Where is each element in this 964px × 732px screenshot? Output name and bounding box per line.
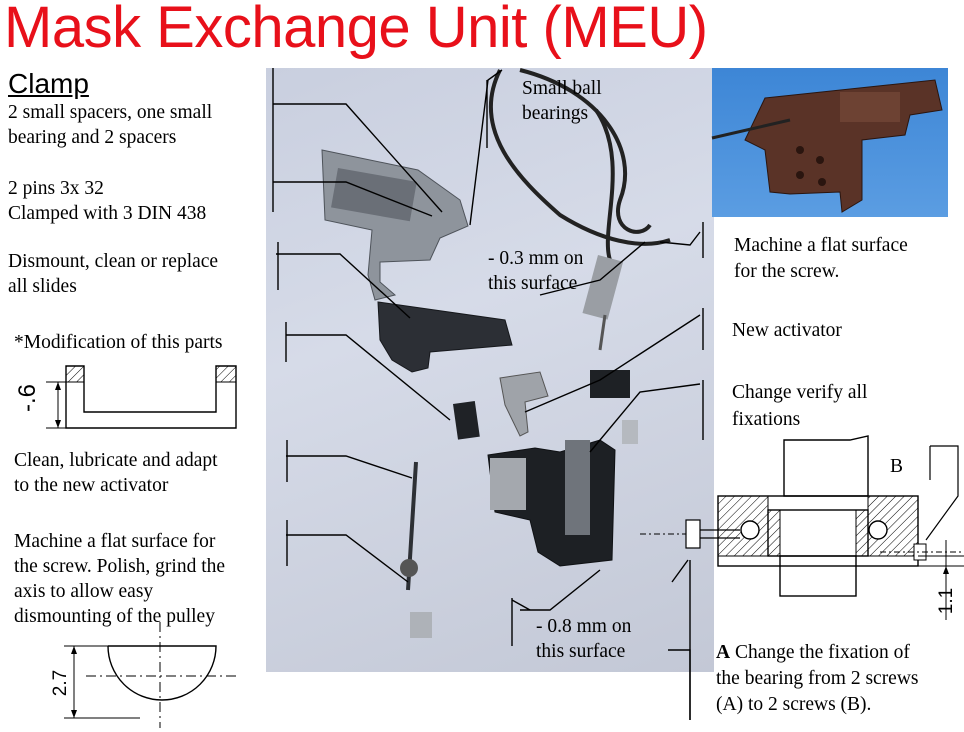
note-fixation-line1-text: Change the fixation of [730, 642, 910, 663]
note-new-activator: New activator [732, 320, 842, 341]
note-spacers-line2: bearing and 2 spacers [8, 127, 177, 148]
note-surface03-line1: - 0.3 mm on [488, 248, 584, 269]
note-dismount-line1: Dismount, clean or replace [8, 251, 219, 272]
note-machine-line2: the screw. Polish, grind the [14, 556, 226, 577]
flat-height-dimension: 2.7 [50, 669, 72, 697]
leader-lines [272, 68, 704, 720]
clamp-heading: Clamp [8, 68, 89, 99]
note-pins-line2: Clamped with 3 DIN 438 [8, 203, 207, 224]
photo-parts [321, 68, 671, 638]
note-surface08-line2: this surface [536, 641, 626, 662]
label-a: A [716, 642, 731, 663]
note-fixation-line2: the bearing from 2 screws [716, 668, 919, 689]
flat-shaft-section [64, 622, 238, 728]
bearing-fixation-section [640, 435, 964, 620]
note-surface03-line2: this surface [488, 273, 578, 294]
note-flat-line2: for the screw. [734, 261, 840, 282]
copper-bracket [711, 79, 943, 213]
page-title: Mask Exchange Unit (MEU) [4, 0, 708, 60]
note-fixation-line1: A Change the fixation of [716, 640, 910, 665]
note-verify-line2: fixations [732, 409, 801, 430]
note-ball-line2: bearings [522, 103, 589, 124]
note-clean-line1: Clean, lubricate and adapt [14, 450, 218, 471]
fixation-gap-dimension: 1.1 [936, 587, 958, 615]
note-machine-line1: Machine a flat surface for [14, 531, 216, 552]
note-machine-line3: axis to allow easy [14, 581, 154, 602]
slide-cross-section [46, 365, 237, 429]
note-clean-line2: to the new activator [14, 475, 169, 496]
note-surface08-line1: - 0.8 mm on [536, 616, 632, 637]
note-ball-line1: Small ball [522, 78, 602, 99]
note-pins-line1: 2 pins 3x 32 [8, 178, 104, 199]
note-verify-line1: Change verify all [732, 382, 868, 403]
slot-depth-dimension: -.6 [14, 383, 42, 413]
note-fixation-line3: (A) to 2 screws (B). [716, 694, 872, 715]
label-b: B [890, 456, 904, 477]
note-dismount-line2: all slides [8, 276, 77, 297]
note-spacers-line1: 2 small spacers, one small [8, 102, 213, 123]
note-flat-line1: Machine a flat surface [734, 235, 908, 256]
note-machine-line4: dismounting of the pulley [14, 606, 215, 627]
note-modification: *Modification of this parts [14, 332, 223, 353]
